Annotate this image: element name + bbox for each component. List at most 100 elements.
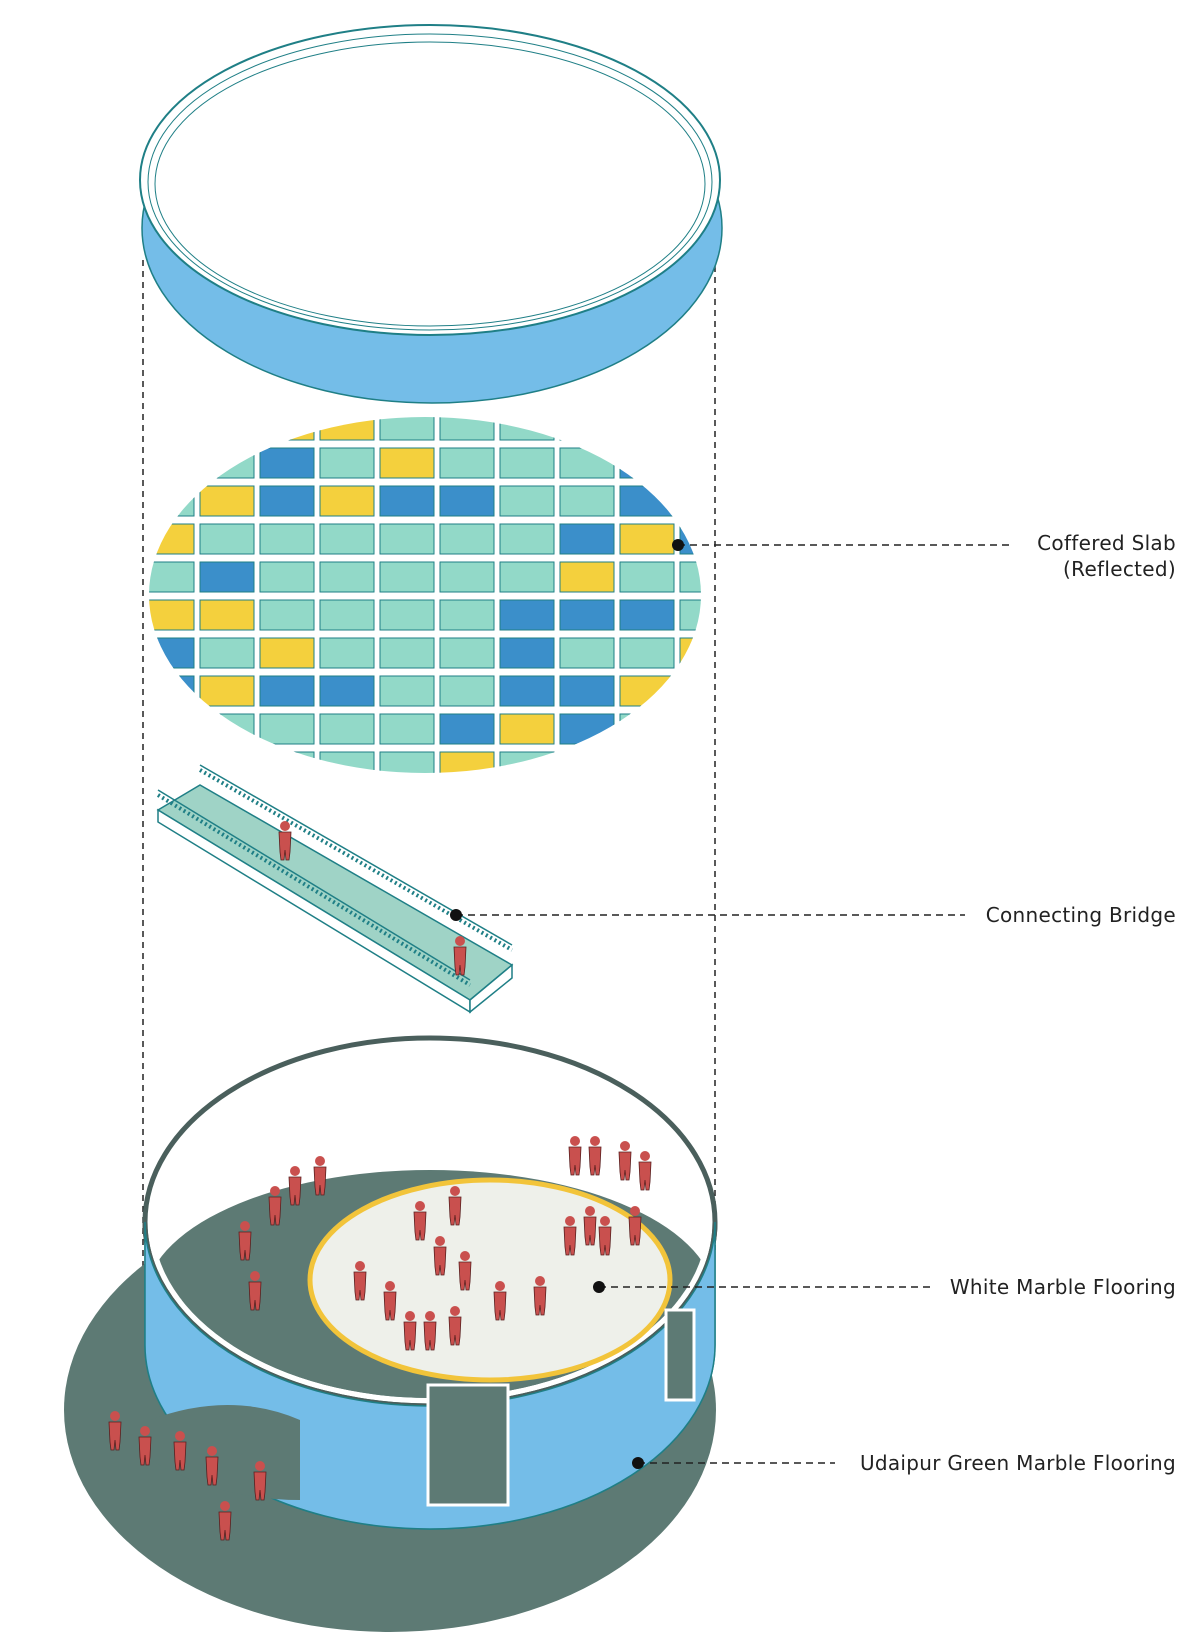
person-figure <box>268 1186 282 1226</box>
person-figure <box>568 1136 582 1176</box>
coffer-cell <box>559 561 615 593</box>
coffer-cell <box>499 751 555 773</box>
person-figure <box>383 1281 397 1321</box>
coffer-cell <box>319 751 375 773</box>
coffer-cell <box>619 751 675 773</box>
coffer-cell <box>149 417 195 441</box>
coffer-cell <box>559 713 615 745</box>
person-figure <box>583 1206 597 1246</box>
coffer-cell <box>379 599 435 631</box>
coffer-cell <box>559 599 615 631</box>
coffer-cell <box>379 447 435 479</box>
coffer-cell <box>619 523 675 555</box>
coffer-cell <box>499 523 555 555</box>
coffer-cell <box>439 417 495 441</box>
coffer-cell <box>259 599 315 631</box>
coffer-cell <box>619 417 675 441</box>
coffer-cell <box>679 523 701 555</box>
coffer-cell <box>149 447 195 479</box>
coffer-cell <box>559 447 615 479</box>
coffer-cell <box>679 713 701 745</box>
coffer-cell <box>259 417 315 441</box>
coffer-cell <box>559 523 615 555</box>
coffer-cell <box>559 417 615 441</box>
coffer-cell <box>439 599 495 631</box>
coffer-cell <box>259 485 315 517</box>
coffer-cell <box>619 713 675 745</box>
coffer-cell <box>499 675 555 707</box>
person-figure <box>448 1186 462 1226</box>
person-figure <box>353 1261 367 1301</box>
coffer-cell <box>679 417 701 441</box>
coffer-cell <box>499 599 555 631</box>
coffer-cell <box>439 637 495 669</box>
label-coffered-slab-note: (Reflected) <box>1063 557 1176 581</box>
coffer-cell <box>379 485 435 517</box>
coffer-cell <box>379 417 435 441</box>
coffer-cell <box>499 637 555 669</box>
coffer-cell <box>439 751 495 773</box>
person-figure <box>448 1306 462 1346</box>
coffer-cell <box>259 751 315 773</box>
coffer-cell <box>619 561 675 593</box>
coffer-cell <box>619 485 675 517</box>
white-marble-floor <box>307 1177 673 1383</box>
coffer-cell <box>499 485 555 517</box>
human-figures <box>108 821 652 1541</box>
coffer-cell <box>149 713 195 745</box>
coffer-cell <box>499 561 555 593</box>
coffer-cell <box>319 523 375 555</box>
person-figure <box>218 1501 232 1541</box>
coffer-cell <box>439 485 495 517</box>
person-figure <box>253 1461 267 1501</box>
coffer-cell <box>619 675 675 707</box>
coffer-cell <box>319 637 375 669</box>
coffer-cell <box>559 675 615 707</box>
coffer-cell <box>199 485 255 517</box>
coffer-cell <box>379 713 435 745</box>
coffer-cell <box>199 637 255 669</box>
coffer-cell <box>199 523 255 555</box>
label-coffered-slab: Coffered Slab (Reflected) <box>1037 530 1176 582</box>
coffer-cell <box>679 751 701 773</box>
label-connecting-bridge: Connecting Bridge <box>985 903 1176 927</box>
coffer-cell <box>149 675 195 707</box>
coffer-cell <box>379 751 435 773</box>
person-figure <box>403 1311 417 1351</box>
coffer-cell <box>619 637 675 669</box>
person-figure <box>205 1446 219 1486</box>
coffer-cell <box>199 447 255 479</box>
label-white-marble: White Marble Flooring <box>949 1275 1176 1299</box>
person-figure <box>413 1201 427 1241</box>
coffer-cell <box>259 637 315 669</box>
person-figure <box>138 1426 152 1466</box>
coffer-cell <box>439 675 495 707</box>
person-figure <box>458 1251 472 1291</box>
person-figure <box>423 1311 437 1351</box>
ground-level <box>64 1035 718 1632</box>
coffer-cell <box>619 599 675 631</box>
person-figure <box>588 1136 602 1176</box>
person-figure <box>563 1216 577 1256</box>
coffer-cell <box>679 561 701 593</box>
coffer-cell <box>559 485 615 517</box>
coffer-cell <box>319 561 375 593</box>
person-figure <box>453 936 467 976</box>
label-green-marble: Udaipur Green Marble Flooring <box>859 1451 1176 1475</box>
person-figure <box>248 1271 262 1311</box>
coffer-cell <box>149 751 195 773</box>
coffer-cell <box>199 751 255 773</box>
coffer-cell <box>679 485 701 517</box>
coffer-cell <box>499 447 555 479</box>
coffer-cell <box>149 561 195 593</box>
coffer-cell <box>199 561 255 593</box>
coffer-cell <box>379 637 435 669</box>
coffer-cell <box>619 447 675 479</box>
roof-ring <box>139 24 723 404</box>
person-figure <box>278 821 292 861</box>
coffer-cell <box>259 447 315 479</box>
coffer-cell <box>319 417 375 441</box>
coffer-cell <box>679 599 701 631</box>
coffer-cell <box>319 447 375 479</box>
